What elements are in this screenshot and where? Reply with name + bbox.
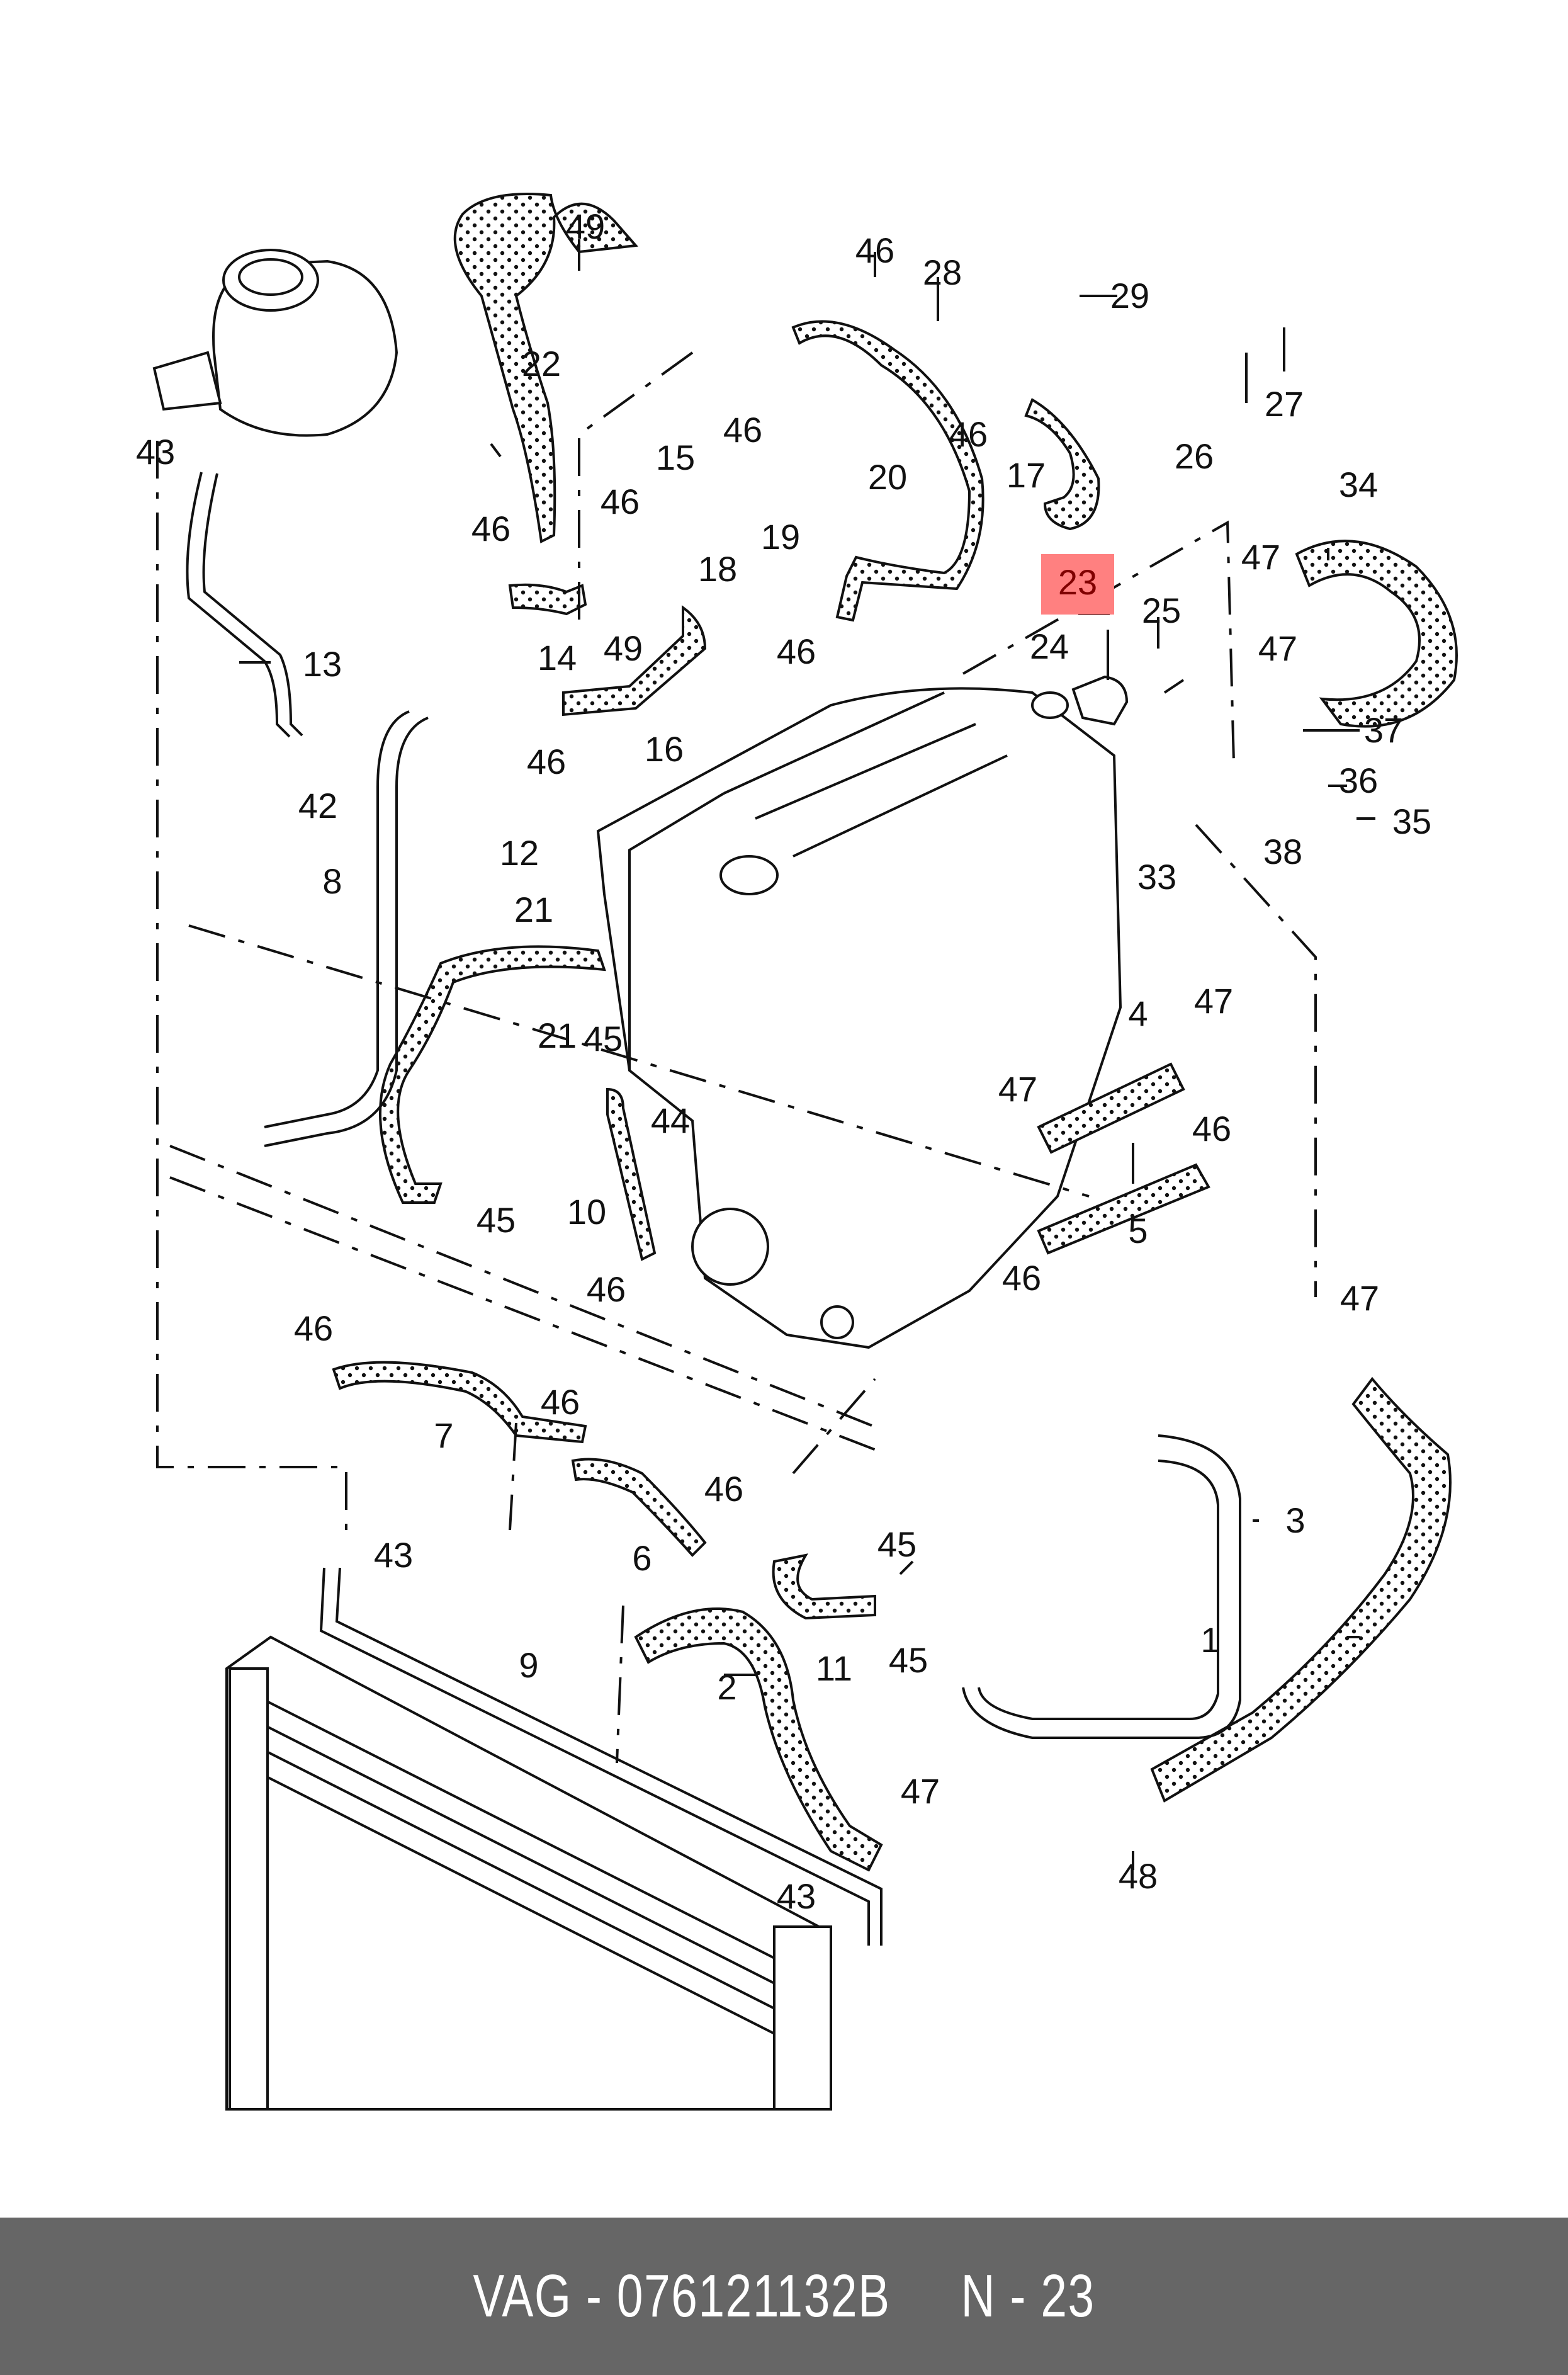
callout-47-c[interactable]: 47 xyxy=(1193,981,1234,1021)
callout-33[interactable]: 33 xyxy=(1137,857,1177,897)
callout-20[interactable]: 20 xyxy=(867,457,908,497)
callout-45-b[interactable]: 45 xyxy=(476,1200,516,1240)
callout-29[interactable]: 29 xyxy=(1110,276,1150,315)
callout-46-e[interactable]: 46 xyxy=(471,509,511,548)
callout-6[interactable]: 6 xyxy=(632,1538,652,1578)
callout-47-b[interactable]: 47 xyxy=(1258,628,1298,668)
callout-2[interactable]: 2 xyxy=(717,1667,737,1707)
callout-47-a[interactable]: 47 xyxy=(1241,537,1281,577)
part-footer-bar: VAG - 076121132B N - 23 xyxy=(0,2218,1568,2375)
callout-43-tank[interactable]: 43 xyxy=(135,432,176,472)
callout-28[interactable]: 28 xyxy=(922,252,962,292)
hose-12 xyxy=(379,945,606,1204)
callout-46-b[interactable]: 46 xyxy=(948,414,988,454)
callout-38[interactable]: 38 xyxy=(1263,832,1303,871)
callout-46-k[interactable]: 46 xyxy=(293,1308,334,1348)
callout-46-g[interactable]: 46 xyxy=(776,632,816,671)
callout-7[interactable]: 7 xyxy=(434,1415,454,1455)
callout-49-b[interactable]: 49 xyxy=(603,628,643,668)
callout-3[interactable]: 3 xyxy=(1285,1500,1306,1540)
callout-21-upper[interactable]: 21 xyxy=(514,890,554,929)
hose-4 xyxy=(1037,1062,1185,1154)
callout-47-d[interactable]: 47 xyxy=(998,1069,1038,1109)
callout-46-j[interactable]: 46 xyxy=(1192,1109,1232,1148)
hose-10 xyxy=(606,1087,657,1261)
callout-35[interactable]: 35 xyxy=(1392,802,1432,841)
hose-7 xyxy=(332,1361,587,1444)
callout-42[interactable]: 42 xyxy=(298,786,338,825)
callout-48[interactable]: 48 xyxy=(1118,1856,1158,1896)
callout-leaders xyxy=(239,239,1375,1870)
leader-lines xyxy=(156,351,1317,1764)
radiator xyxy=(225,1635,832,2111)
callout-19[interactable]: 19 xyxy=(760,517,801,557)
callout-5[interactable]: 5 xyxy=(1128,1211,1148,1250)
callout-43-pipe[interactable]: 43 xyxy=(373,1535,414,1575)
callout-44[interactable]: 44 xyxy=(650,1101,691,1140)
pipe-3 xyxy=(962,1434,1241,1739)
callout-45-a[interactable]: 45 xyxy=(583,1019,623,1058)
part-number-caption: VAG - 076121132B N - 23 xyxy=(473,2262,1095,2330)
callout-36[interactable]: 36 xyxy=(1338,761,1379,800)
expansion-tank xyxy=(152,249,398,437)
callout-10[interactable]: 10 xyxy=(567,1192,607,1232)
callout-46-c[interactable]: 46 xyxy=(723,410,763,450)
callout-43-radiator[interactable]: 43 xyxy=(776,1876,816,1916)
parts-diagram: 1 2 3 4 5 6 7 8 9 10 11 12 13 14 15 16 1… xyxy=(135,193,1458,2111)
callout-46-i[interactable]: 46 xyxy=(1001,1258,1042,1298)
callout-46-a[interactable]: 46 xyxy=(855,230,895,270)
pipe-13 xyxy=(186,472,291,738)
hose-22 xyxy=(453,193,639,544)
engine-block xyxy=(596,687,1122,1349)
callout-25[interactable]: 25 xyxy=(1141,591,1182,630)
callout-14[interactable]: 14 xyxy=(537,638,577,677)
callout-46-d[interactable]: 46 xyxy=(600,482,640,521)
callout-8[interactable]: 8 xyxy=(322,861,342,901)
callout-13[interactable]: 13 xyxy=(302,644,342,684)
callout-24[interactable]: 24 xyxy=(1029,626,1069,666)
callout-45-d[interactable]: 45 xyxy=(888,1640,928,1680)
callout-15[interactable]: 15 xyxy=(655,438,696,477)
hose-17 xyxy=(1024,398,1100,531)
hose-14 xyxy=(508,583,587,616)
callout-47-f[interactable]: 47 xyxy=(900,1771,940,1811)
callout-22[interactable]: 22 xyxy=(521,344,561,383)
callout-46-l[interactable]: 46 xyxy=(540,1382,580,1422)
callout-1[interactable]: 1 xyxy=(1200,1620,1221,1660)
hose-34 xyxy=(1295,540,1458,728)
callout-34[interactable]: 34 xyxy=(1338,465,1379,504)
callout-11[interactable]: 11 xyxy=(815,1648,853,1688)
hose-5 xyxy=(1037,1163,1210,1255)
hose-1 xyxy=(1150,1376,1452,1803)
callout-27[interactable]: 27 xyxy=(1264,384,1304,424)
callout-37[interactable]: 37 xyxy=(1363,710,1404,750)
callout-18[interactable]: 18 xyxy=(697,549,738,589)
callout-46-h[interactable]: 46 xyxy=(586,1269,626,1309)
hose-11 xyxy=(772,1553,876,1620)
callout-16[interactable]: 16 xyxy=(644,729,684,769)
hose-16 xyxy=(562,605,707,717)
thermostat-housing-23 xyxy=(1031,675,1185,726)
hose-2 xyxy=(634,1607,883,1872)
hose-6 xyxy=(571,1458,707,1557)
callout-4[interactable]: 4 xyxy=(1128,994,1148,1033)
callout-23-highlighted[interactable]: 23 xyxy=(1058,562,1098,602)
callout-26[interactable]: 26 xyxy=(1174,436,1214,476)
callout-46-m[interactable]: 46 xyxy=(704,1469,744,1509)
pipe-8 xyxy=(264,710,410,1128)
callout-12[interactable]: 12 xyxy=(499,833,539,873)
hose-18 xyxy=(791,320,984,622)
callout-47-e[interactable]: 47 xyxy=(1340,1278,1380,1318)
diagram-artwork xyxy=(152,193,1458,2111)
pipe-9 xyxy=(319,1567,870,1946)
callout-45-c[interactable]: 45 xyxy=(877,1524,917,1564)
callout-9[interactable]: 9 xyxy=(519,1645,539,1685)
callout-17[interactable]: 17 xyxy=(1006,455,1046,495)
highlight-box-part-23 xyxy=(1041,554,1114,615)
callout-49-a[interactable]: 49 xyxy=(565,207,606,246)
callout-21-lower[interactable]: 21 xyxy=(537,1016,577,1055)
callout-46-f[interactable]: 46 xyxy=(526,742,567,781)
